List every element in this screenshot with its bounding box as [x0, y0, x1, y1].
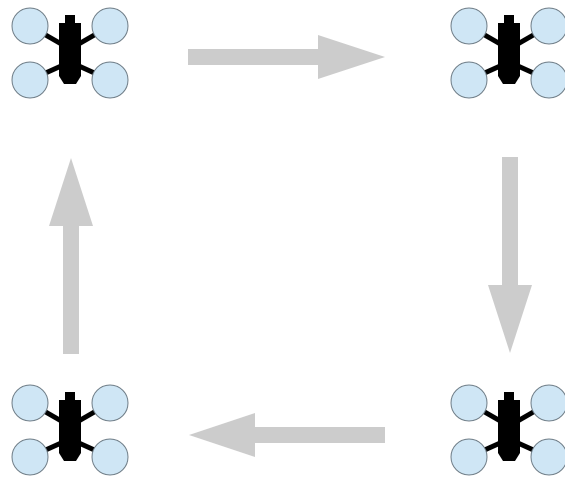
arrow-up-icon	[49, 158, 93, 354]
drone-top-right-icon	[451, 8, 565, 98]
drone-bottom-right-icon	[451, 385, 565, 475]
arrow-down-icon	[488, 157, 532, 353]
arrow-right-icon	[188, 35, 385, 79]
arrow-left-icon	[189, 413, 385, 457]
drone-top-left-icon	[12, 8, 128, 98]
drone-bottom-left-icon	[12, 385, 128, 475]
